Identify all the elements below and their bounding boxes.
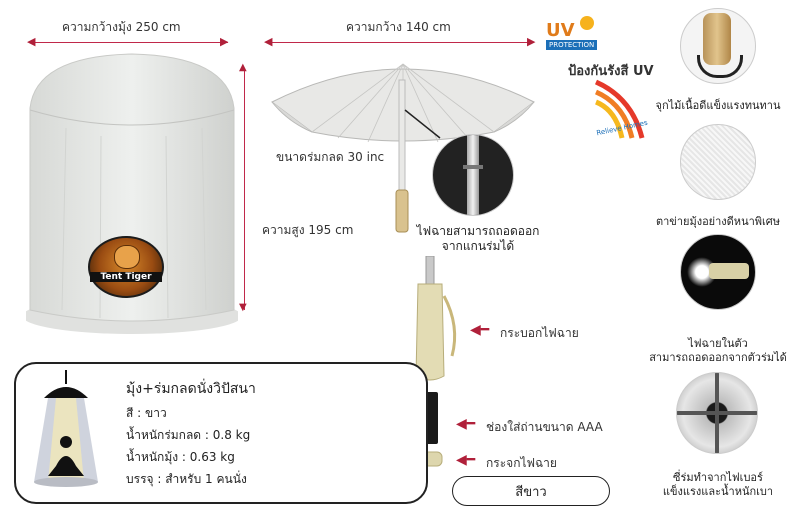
umbrella-illustration: [271, 63, 535, 233]
arrow-left-icon: ◀: [27, 35, 36, 48]
folded-size-label: ขนาดร่มกลด 30 inc: [276, 150, 385, 164]
tent-tiger-logo: Tent Tiger: [88, 236, 164, 298]
arrow-up-icon: ▲: [239, 62, 247, 73]
meditation-lamp-icon: [34, 370, 98, 487]
feature-circle-mesh: [680, 124, 756, 200]
color-pill: สีขาว: [452, 476, 610, 506]
feature-caption-mesh: ตาข่ายมุ้งอย่างดีหนาพิเศษ: [655, 215, 781, 228]
uv-badge-top: UV: [546, 20, 575, 41]
callout-pole-line2: จากแกนร่มได้: [441, 239, 515, 253]
height-line: [244, 70, 245, 310]
callout-pole-line1: ไฟฉายสามารถถอดออก: [416, 224, 540, 238]
callout-tube: กระบอกไฟฉาย: [500, 326, 579, 340]
flashlight-body-icon: [709, 263, 749, 279]
height-label: ความสูง 195 cm: [262, 223, 354, 237]
info-color: สี : ขาว: [126, 406, 167, 420]
feature-circle-flashlight: [680, 234, 756, 310]
pole-detail: [467, 135, 479, 215]
arrow-battery-icon: ◀━: [456, 416, 476, 432]
callout-battery: ช่องใส่ถ่านขนาด AAA: [486, 420, 603, 434]
product-info-box: มุ้ง+ร่มกลดนั่งวิปัสนา สี : ขาว น้ำหนักร…: [14, 362, 428, 504]
arrow-down-icon: ▼: [239, 302, 247, 313]
tiger-face-icon: [114, 245, 140, 269]
logo-text: Tent Tiger: [90, 272, 162, 282]
uv-waves-icon: [594, 79, 645, 139]
arrow-right-icon-2: ▶: [527, 35, 536, 48]
feature-caption-ribs-1: ซี่ร่มทำจากไฟเบอร์: [673, 471, 763, 484]
info-umbrella-weight: น้ำหนักร่มกลด : 0.8 kg: [126, 428, 251, 442]
feature-circle-ribs: [676, 372, 758, 454]
feature-caption-flashlight-2: สามารถถอดออกจากตัวร่มได้: [649, 351, 787, 364]
feature-circle-wood-handle: [680, 8, 756, 84]
arrow-lens-icon: ◀━: [456, 452, 476, 468]
info-net-weight: น้ำหนักมุ้ง : 0.63 kg: [126, 450, 235, 464]
feature-caption-ribs-2: แข็งแรงและน้ำหนักเบา: [662, 485, 774, 498]
callout-lens: กระจกไฟฉาย: [486, 456, 557, 470]
arrow-left-icon-2: ◀: [264, 35, 273, 48]
umbrella-width-line: [268, 42, 534, 43]
feature-caption-flashlight-1: ไฟฉายในตัว: [688, 337, 748, 350]
net-width-label: ความกว้างมุ้ง 250 cm: [62, 20, 181, 34]
pole-zoom-circle: [432, 134, 514, 216]
sun-icon: [580, 16, 594, 30]
uv-badge: UV PROTECTION: [546, 20, 598, 50]
arrow-tube-icon: ◀━: [470, 322, 490, 338]
umbrella-width-label: ความกว้าง 140 cm: [346, 20, 451, 34]
uv-badge-bottom: PROTECTION: [546, 40, 598, 50]
info-title: มุ้ง+ร่มกลดนั่งวิปัสนา: [126, 381, 256, 397]
net-width-line: [30, 42, 228, 43]
feature-caption-wood-handle: จุกไม้เนื้อดีแข็งแรงทนทาน: [655, 99, 781, 112]
mosquito-net-illustration: [26, 53, 238, 334]
arrow-right-icon: ▶: [220, 35, 229, 48]
info-capacity: บรรจุ : สำหรับ 1 คนนั่ง: [126, 472, 247, 486]
uv-title: ป้องกันรังสี UV: [568, 64, 654, 79]
